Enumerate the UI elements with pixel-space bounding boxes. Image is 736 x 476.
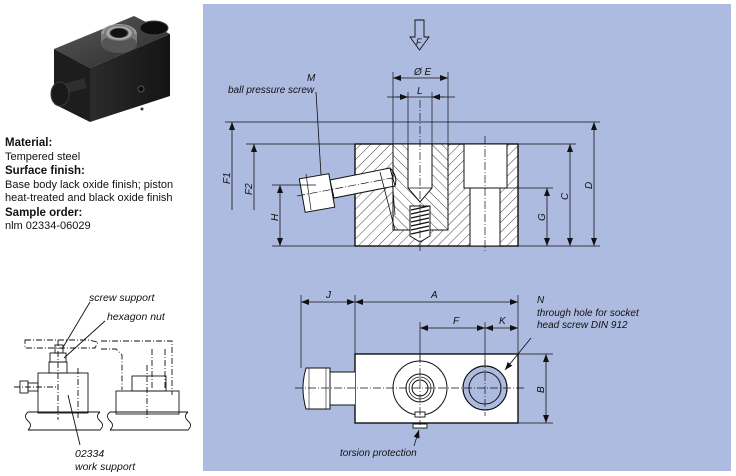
dim-B-label: B bbox=[536, 386, 547, 393]
force-arrow-icon bbox=[409, 19, 430, 51]
application-sketch: screw support hexagon nut 02334 work sup… bbox=[14, 292, 191, 473]
label-N: N bbox=[537, 295, 545, 306]
screw-support-label: screw support bbox=[89, 292, 155, 304]
dim-F2-label: F2 bbox=[244, 183, 255, 195]
surface-finish-value-2: heat-treated and black oxide finish bbox=[5, 192, 173, 204]
label-M-desc: ball pressure screw bbox=[228, 85, 315, 96]
clamp-arm-left bbox=[24, 339, 99, 349]
leader-torsion bbox=[413, 429, 420, 447]
product-photo bbox=[50, 16, 170, 122]
counterbore bbox=[463, 143, 508, 189]
work-support-label: work support bbox=[75, 461, 136, 473]
dim-K-label: K bbox=[499, 316, 507, 327]
dim-G-label: G bbox=[537, 213, 548, 221]
plan-view: J A F K B N through hole for socket head… bbox=[295, 290, 640, 459]
dim-J-label: J bbox=[325, 290, 332, 301]
label-N-desc-2: head screw DIN 912 bbox=[537, 320, 628, 331]
left-column: Material: Tempered steel Surface finish:… bbox=[0, 0, 200, 476]
dim-L-label: L bbox=[417, 86, 423, 97]
torsion-label: torsion protection bbox=[340, 448, 417, 459]
material-value: Tempered steel bbox=[5, 150, 81, 163]
ball-pressure-screw bbox=[298, 167, 397, 231]
section-view: Ø E L M ball pressure screw F1 F2 H G C … bbox=[222, 67, 600, 252]
part-number-label: 02334 bbox=[75, 448, 104, 460]
clamp-arm-right bbox=[101, 340, 173, 395]
surface-finish-value-1: Base body lack oxide finish; piston bbox=[5, 178, 174, 191]
hexagon-nut-label: hexagon nut bbox=[107, 311, 166, 323]
sample-order-value: nlm 02334-06029 bbox=[5, 220, 91, 232]
dim-C-label: C bbox=[560, 192, 571, 200]
dim-F1-label: F1 bbox=[222, 172, 233, 184]
leader-N bbox=[504, 337, 532, 371]
dim-A-label: A bbox=[430, 290, 438, 301]
side-screw-head bbox=[302, 367, 331, 410]
specifications: Material: Tempered steel Surface finish:… bbox=[5, 137, 200, 234]
material-label: Material: bbox=[5, 137, 53, 149]
surface-finish-label: Surface finish: bbox=[5, 165, 85, 177]
dim-F-label: F bbox=[453, 316, 460, 327]
label-M: M bbox=[307, 73, 316, 84]
dim-H-label: H bbox=[270, 213, 281, 221]
sample-order-label: Sample order: bbox=[5, 206, 83, 219]
dim-E-label: Ø E bbox=[413, 67, 432, 78]
label-N-desc-1: through hole for socket bbox=[537, 308, 640, 319]
dim-D-label: D bbox=[584, 182, 595, 189]
leader-M bbox=[315, 91, 322, 176]
force-label: F bbox=[416, 37, 422, 47]
